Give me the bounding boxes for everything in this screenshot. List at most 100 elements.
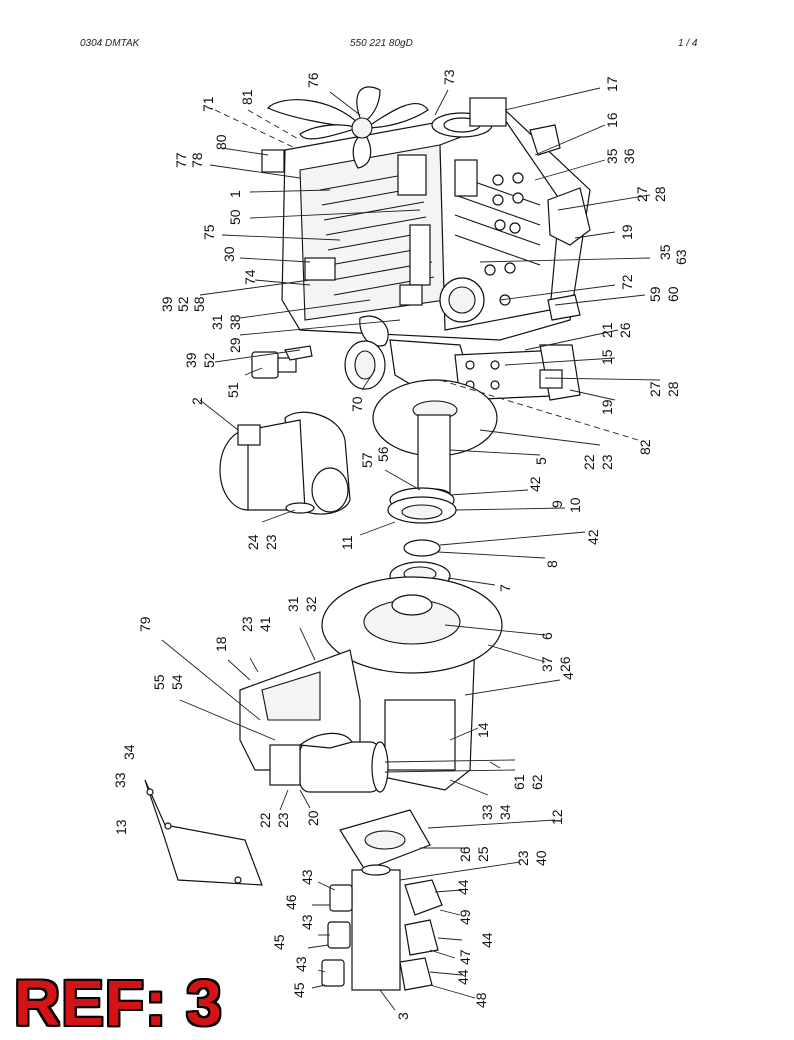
callout-28b: 28 bbox=[665, 381, 681, 397]
callout-75: 75 bbox=[201, 224, 217, 240]
callout-44c: 44 bbox=[455, 969, 471, 985]
callout-39: 39 bbox=[159, 296, 175, 312]
callout-77: 77 bbox=[173, 152, 189, 168]
callout-28: 28 bbox=[652, 186, 668, 202]
callout-81: 81 bbox=[239, 89, 255, 105]
engine-assembly bbox=[261, 86, 591, 347]
callout-58: 58 bbox=[191, 296, 207, 312]
callout-27: 27 bbox=[634, 186, 650, 202]
callout-45b: 45 bbox=[291, 982, 307, 998]
gearbox-housing bbox=[239, 576, 516, 793]
callout-44b: 44 bbox=[479, 932, 495, 948]
callout-12: 12 bbox=[549, 809, 565, 825]
callout-20: 20 bbox=[305, 810, 321, 826]
callout-43c: 43 bbox=[293, 956, 309, 972]
callout-49: 49 bbox=[457, 909, 473, 925]
callout-17: 17 bbox=[604, 76, 620, 92]
callout-31b: 31 bbox=[285, 596, 301, 612]
callout-22b: 22 bbox=[257, 812, 273, 828]
callout-25: 25 bbox=[475, 846, 491, 862]
callout-43: 43 bbox=[299, 869, 315, 885]
callout-30: 30 bbox=[221, 246, 237, 262]
callout-23c: 23 bbox=[239, 616, 255, 632]
leader-lines bbox=[144, 87, 661, 1011]
callout-57: 57 bbox=[359, 452, 375, 468]
callout-55: 55 bbox=[151, 674, 167, 690]
callout-79: 79 bbox=[137, 616, 153, 632]
fan-icon bbox=[266, 86, 429, 169]
callout-78: 78 bbox=[189, 152, 205, 168]
callout-23d: 23 bbox=[275, 812, 291, 828]
callout-8: 8 bbox=[544, 560, 560, 568]
callout-62: 62 bbox=[529, 774, 545, 790]
reference-label: REF: 3 bbox=[14, 967, 223, 1039]
callout-15: 15 bbox=[599, 349, 615, 365]
callout-31: 31 bbox=[209, 314, 225, 330]
callout-34b: 34 bbox=[497, 804, 513, 820]
callout-5: 5 bbox=[533, 457, 549, 465]
callout-13: 13 bbox=[113, 819, 129, 835]
callout-44: 44 bbox=[455, 879, 471, 895]
callout-70: 70 bbox=[349, 396, 365, 412]
callout-26b: 26 bbox=[557, 656, 573, 672]
callout-51: 51 bbox=[225, 382, 241, 398]
callout-50: 50 bbox=[227, 209, 243, 225]
callout-43b: 43 bbox=[299, 914, 315, 930]
callout-33b: 33 bbox=[479, 804, 495, 820]
callout-72: 72 bbox=[619, 274, 635, 290]
callout-labels: 71 81 76 73 17 16 35 36 80 77 78 1 50 27… bbox=[112, 69, 689, 1020]
callout-7: 7 bbox=[497, 584, 513, 592]
callout-23e: 23 bbox=[515, 850, 531, 866]
callout-19: 19 bbox=[619, 224, 635, 240]
callout-54: 54 bbox=[169, 674, 185, 690]
callout-42: 42 bbox=[527, 476, 543, 492]
callout-36: 36 bbox=[621, 148, 637, 164]
callout-48: 48 bbox=[473, 992, 489, 1008]
callout-40: 40 bbox=[533, 850, 549, 866]
callout-52b: 52 bbox=[201, 352, 217, 368]
callout-16: 16 bbox=[604, 112, 620, 128]
callout-37: 37 bbox=[539, 656, 555, 672]
callout-2: 2 bbox=[189, 397, 205, 405]
callout-1: 1 bbox=[227, 190, 243, 198]
header-center: 550 221 80gD bbox=[350, 38, 413, 49]
callout-22: 22 bbox=[581, 454, 597, 470]
callout-46: 46 bbox=[283, 894, 299, 910]
callout-47: 47 bbox=[457, 949, 473, 965]
callout-39b: 39 bbox=[183, 352, 199, 368]
callout-11: 11 bbox=[339, 535, 355, 550]
callout-52: 52 bbox=[175, 296, 191, 312]
callout-32: 32 bbox=[303, 596, 319, 612]
valve-block bbox=[321, 809, 443, 991]
callout-63: 63 bbox=[673, 249, 689, 265]
callout-41: 41 bbox=[257, 616, 273, 632]
callout-56: 56 bbox=[375, 446, 391, 462]
header-right: 1 / 4 bbox=[678, 38, 698, 49]
callout-21: 21 bbox=[599, 322, 615, 338]
callout-35b: 35 bbox=[657, 244, 673, 260]
callout-9: 9 bbox=[549, 500, 565, 508]
callout-59: 59 bbox=[647, 286, 663, 302]
callout-60: 60 bbox=[665, 286, 681, 302]
header-left: 0304 DMTAK bbox=[80, 38, 140, 49]
callout-74: 74 bbox=[242, 269, 258, 285]
callout-23b: 23 bbox=[263, 534, 279, 550]
callout-4: 4 bbox=[560, 672, 576, 680]
callout-71: 71 bbox=[200, 96, 216, 112]
callout-38: 38 bbox=[227, 314, 243, 330]
callout-33: 33 bbox=[112, 772, 128, 788]
callout-35: 35 bbox=[604, 148, 620, 164]
callout-10: 10 bbox=[567, 497, 583, 513]
callout-3: 3 bbox=[395, 1012, 411, 1020]
cover-plate bbox=[144, 779, 263, 886]
callout-73: 73 bbox=[441, 69, 457, 85]
solenoid-part bbox=[251, 345, 313, 379]
callout-42b: 42 bbox=[585, 529, 601, 545]
callout-45: 45 bbox=[271, 934, 287, 950]
callout-23: 23 bbox=[599, 454, 615, 470]
callout-29: 29 bbox=[227, 337, 243, 353]
callout-76: 76 bbox=[305, 72, 321, 88]
callout-18: 18 bbox=[213, 636, 229, 652]
callout-26c: 26 bbox=[457, 846, 473, 862]
